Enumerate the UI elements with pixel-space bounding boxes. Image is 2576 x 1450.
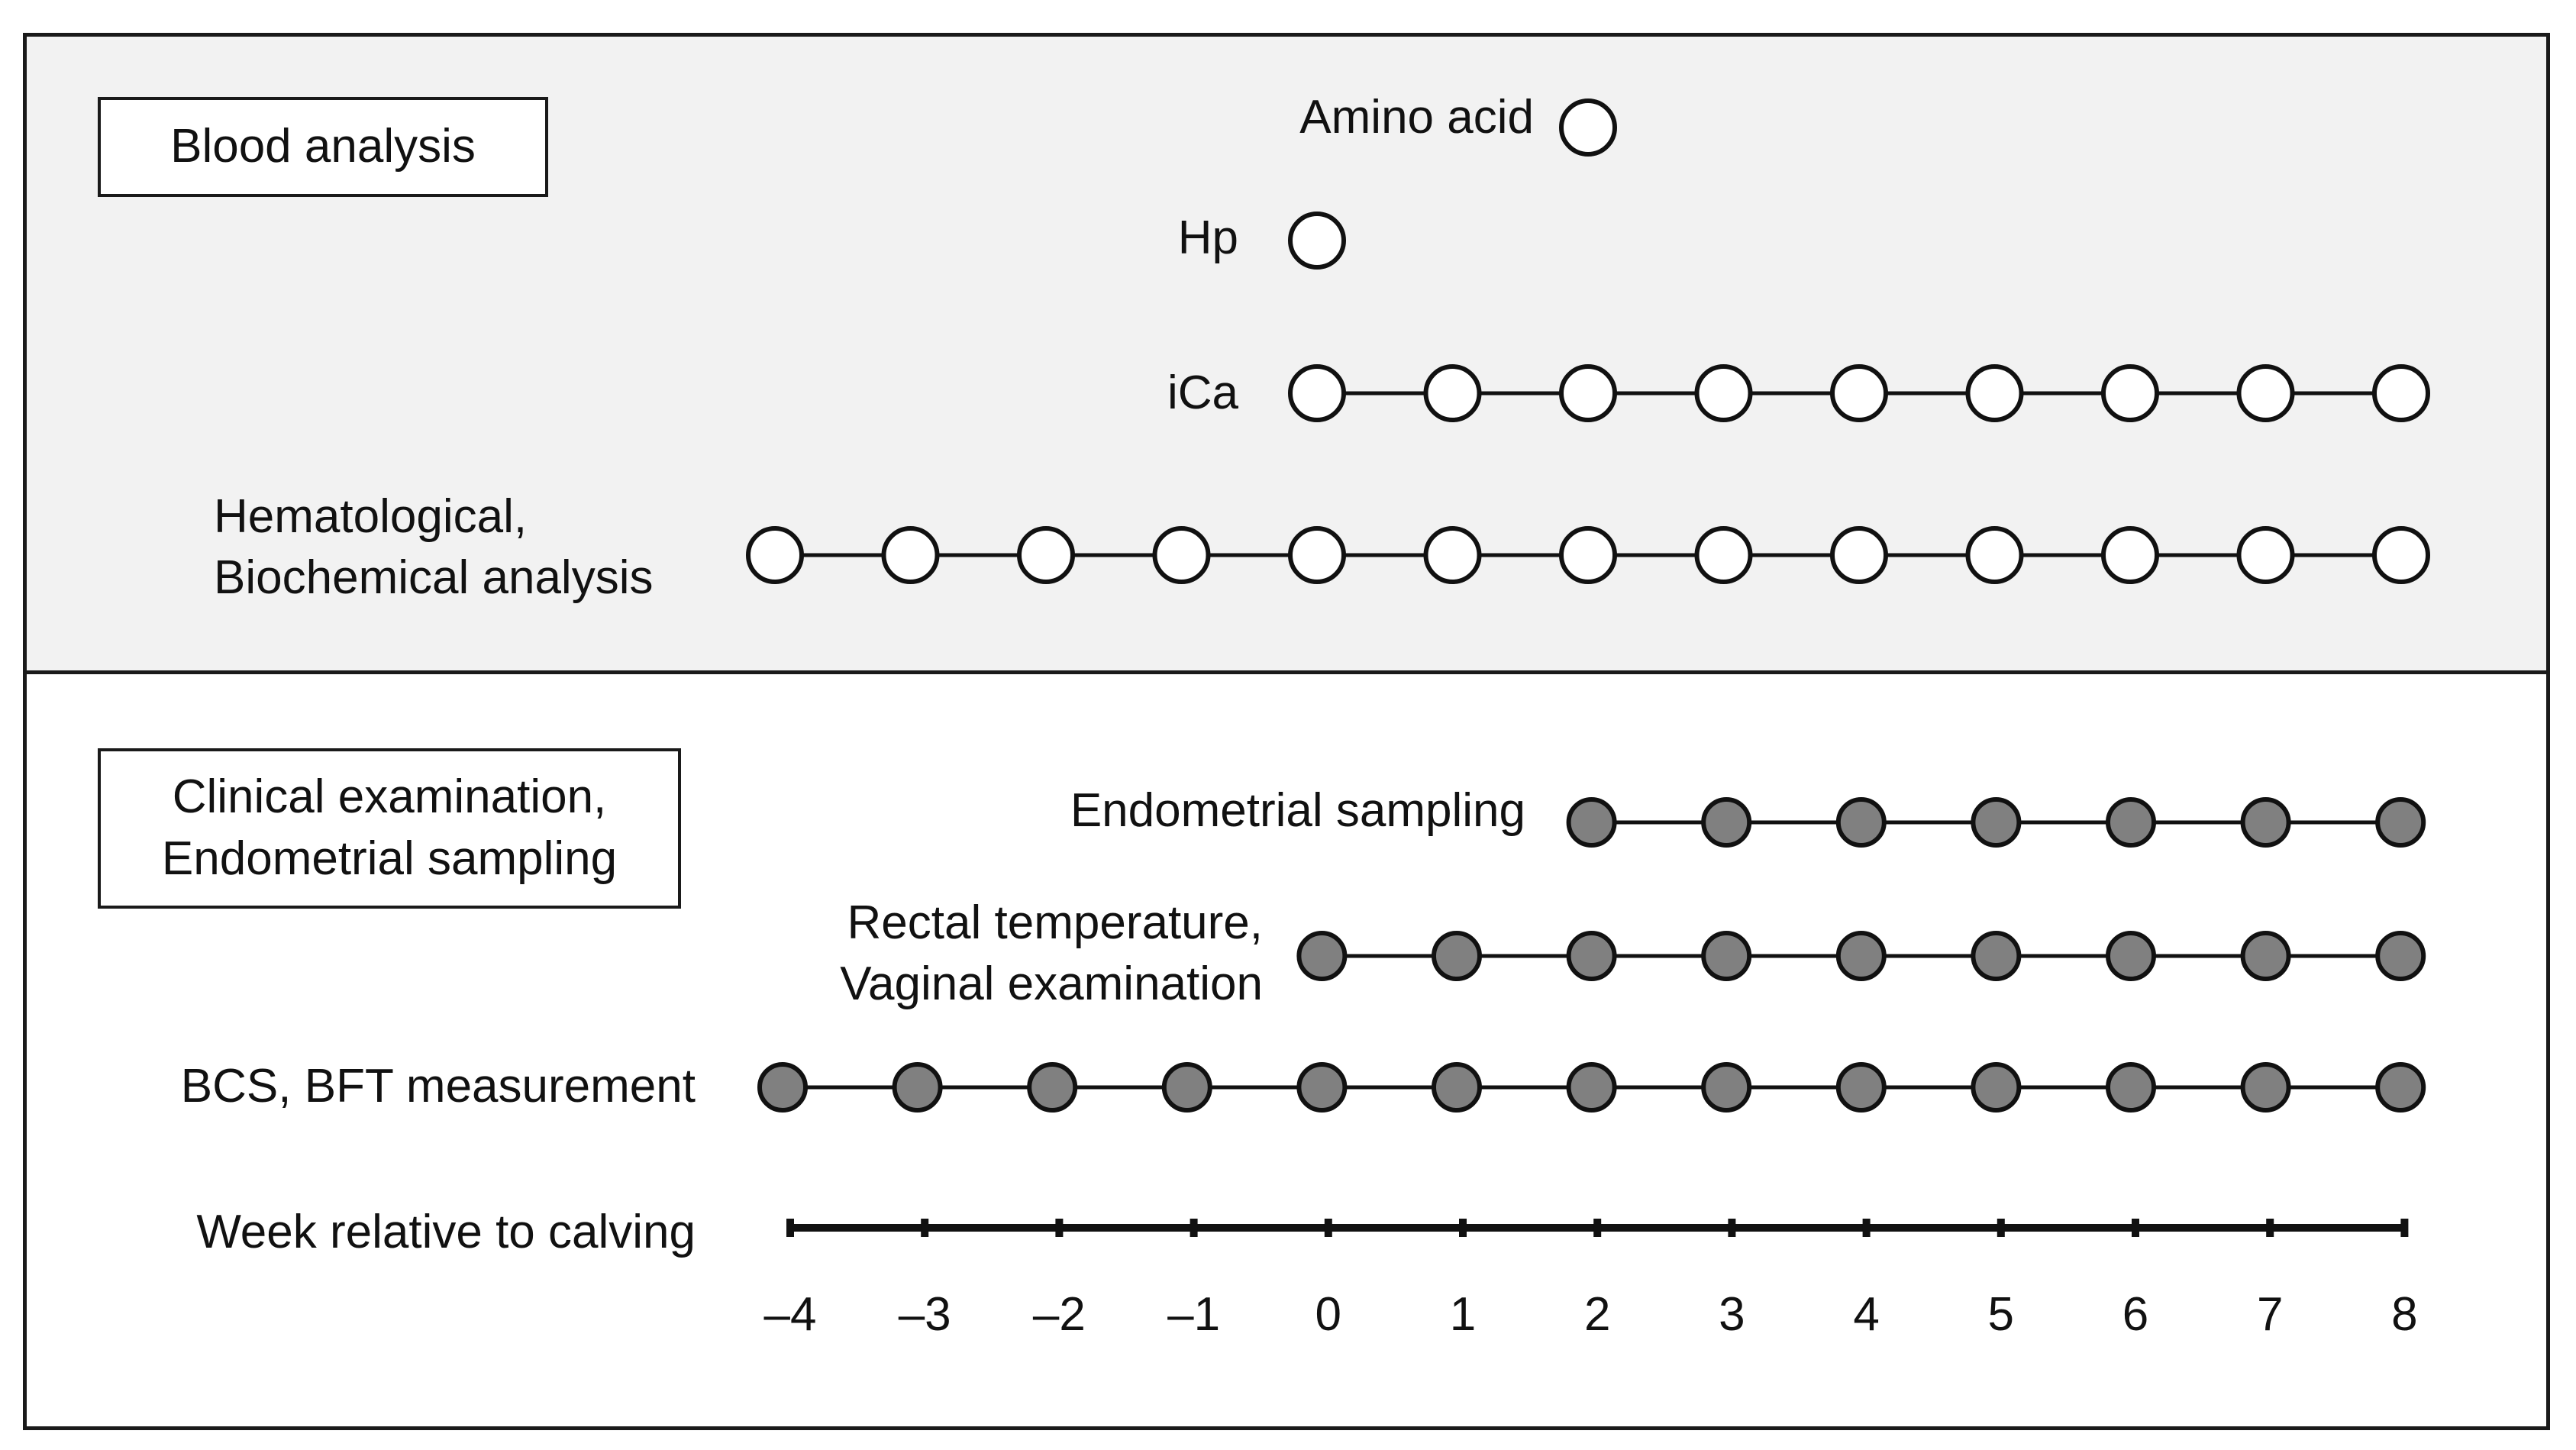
rectal-point-week-4 [1835, 931, 1887, 981]
rectal-point-week-7 [2240, 931, 2291, 981]
bcs-point-week--1 [1161, 1062, 1212, 1113]
hematological-label: Hematological, Biochemical analysis [214, 490, 654, 604]
ica-point-week-1 [1423, 364, 1482, 422]
bcs-point-week-4 [1835, 1062, 1887, 1113]
rectal-point-week-0 [1296, 931, 1348, 981]
endometrial-point-week-4 [1835, 797, 1887, 848]
ica-point-week-2 [1559, 364, 1617, 422]
axis-label: Week relative to calving [196, 1206, 696, 1258]
axis-tick-label-week-7: 7 [2257, 1288, 2283, 1341]
ica-point-week-4 [1830, 364, 1888, 422]
endometrial-point-week-8 [2375, 797, 2426, 848]
bcs-point-week-8 [2375, 1062, 2426, 1113]
bcs-point-week-3 [1701, 1062, 1752, 1113]
endometrial-point-week-6 [2106, 797, 2156, 848]
hematological-point-week--1 [1152, 526, 1211, 584]
axis-tick-label-week--2: –2 [1033, 1288, 1086, 1341]
ica-point-week-3 [1694, 364, 1753, 422]
bcs-point-week--2 [1027, 1062, 1078, 1113]
hp-label: Hp [1177, 212, 1238, 264]
ica-point-week-6 [2101, 364, 2159, 422]
axis-tick-label-week-0: 0 [1315, 1288, 1341, 1341]
bcs-point-week-0 [1296, 1062, 1348, 1113]
clinical-examination-title: Clinical examination, Endometrial sampli… [98, 748, 681, 909]
ica-point-week-7 [2236, 364, 2295, 422]
rectal-point-week-1 [1432, 931, 1482, 981]
hematological-point-week-6 [2101, 526, 2159, 584]
hematological-point-week-3 [1694, 526, 1753, 584]
hematological-point-week-0 [1288, 526, 1346, 584]
figure-frame [23, 33, 2550, 1430]
hematological-point-week-8 [2372, 526, 2430, 584]
bcs-point-week-1 [1432, 1062, 1482, 1113]
axis-tick-label-week-6: 6 [2122, 1288, 2148, 1341]
axis-tick-label-week--3: –3 [899, 1288, 951, 1341]
hematological-point-week--3 [881, 526, 940, 584]
ica-point-week-0 [1288, 364, 1346, 422]
bcs-point-week-5 [1971, 1062, 2022, 1113]
axis-tick-label-week-4: 4 [1853, 1288, 1879, 1341]
axis-tick-label-week-3: 3 [1719, 1288, 1745, 1341]
hematological-point-week-5 [1965, 526, 2024, 584]
amino-acid-label: Amino acid [1299, 91, 1534, 144]
axis-tick-label-week--4: –4 [764, 1288, 817, 1341]
bcs-point-week-6 [2106, 1062, 2156, 1113]
hematological-point-week-4 [1830, 526, 1888, 584]
hematological-point-week-1 [1423, 526, 1482, 584]
hematological-point-week--4 [746, 526, 804, 584]
ica-point-week-5 [1965, 364, 2024, 422]
bcs-point-week-7 [2240, 1062, 2291, 1113]
axis-tick-label-week-2: 2 [1584, 1288, 1610, 1341]
hematological-point-week--2 [1017, 526, 1075, 584]
endometrial-point-week-5 [1971, 797, 2022, 848]
amino-acid-point-week-2 [1559, 98, 1617, 157]
hematological-point-week-7 [2236, 526, 2295, 584]
rectal-point-week-2 [1566, 931, 1617, 981]
hp-point-week-0 [1288, 212, 1346, 270]
axis-tick-label-week-8: 8 [2391, 1288, 2417, 1341]
ica-label: iCa [1167, 367, 1238, 419]
bcs-bft-label: BCS, BFT measurement [180, 1060, 696, 1113]
endometrial-sampling-label: Endometrial sampling [1070, 784, 1525, 837]
blood-analysis-title: Blood analysis [98, 97, 548, 197]
bcs-point-week--4 [757, 1062, 808, 1113]
rectal-point-week-3 [1701, 931, 1752, 981]
bcs-point-week-2 [1566, 1062, 1617, 1113]
hematological-point-week-2 [1559, 526, 1617, 584]
bcs-point-week--3 [892, 1062, 943, 1113]
rectal-point-week-5 [1971, 931, 2022, 981]
endometrial-point-week-7 [2240, 797, 2291, 848]
axis-tick-label-week-5: 5 [1988, 1288, 2014, 1341]
rectal-point-week-6 [2106, 931, 2156, 981]
ica-point-week-8 [2372, 364, 2430, 422]
rectal-vaginal-label: Rectal temperature, Vaginal examination [840, 896, 1263, 1010]
endometrial-point-week-2 [1566, 797, 1617, 848]
rectal-point-week-8 [2375, 931, 2426, 981]
endometrial-point-week-3 [1701, 797, 1752, 848]
axis-tick-label-week--1: –1 [1167, 1288, 1220, 1341]
axis-tick-label-week-1: 1 [1450, 1288, 1476, 1341]
